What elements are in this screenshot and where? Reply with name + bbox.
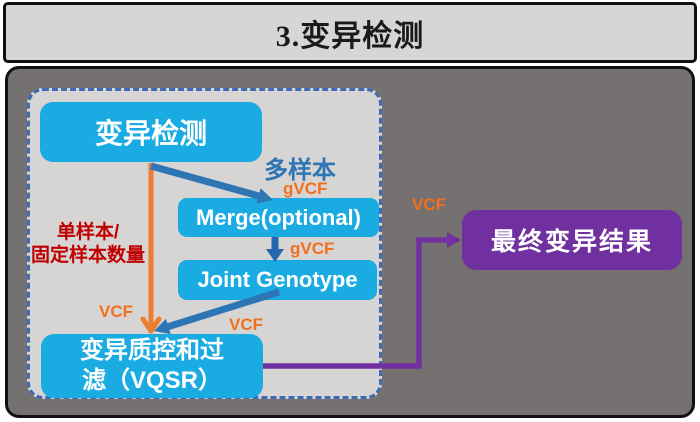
edge-label-single-sample: 单样本/ 固定样本数量 — [28, 221, 148, 267]
edge-label-vcf-final: VCF — [412, 195, 446, 214]
edge-label-single-sample-line1: 单样本/ — [56, 222, 120, 243]
node-variant-calling-label: 变异检测 — [94, 118, 207, 149]
node-variant-calling: 变异检测 — [40, 102, 262, 162]
node-merge-optional: Merge(optional) — [178, 198, 379, 237]
node-vqsr: 变异质控和过 滤（VQSR） — [41, 334, 263, 398]
node-merge-label: Merge(optional) — [196, 204, 361, 230]
edge-label-multi-sample: 多样本 — [264, 157, 336, 184]
title-bar: 3.变异检测 — [3, 2, 697, 63]
node-final-result: 最终变异结果 — [462, 210, 682, 270]
node-vqsr-label-line1: 变异质控和过 — [80, 337, 224, 364]
edge-label-vcf-joint: VCF — [229, 315, 263, 334]
node-final-result-label: 最终变异结果 — [490, 228, 653, 256]
page-title: 3.变异检测 — [275, 19, 425, 53]
node-joint-genotype: Joint Genotype — [178, 260, 377, 300]
edge-label-single-sample-line2: 固定样本数量 — [30, 245, 145, 266]
node-vqsr-label-line2: 滤（VQSR） — [81, 367, 222, 394]
edge-label-vcf-single: VCF — [99, 302, 133, 321]
node-joint-genotype-label: Joint Genotype — [197, 267, 358, 292]
edge-label-gvcf-to-merge: gVCF — [283, 179, 328, 198]
edge-label-gvcf-to-joint: gVCF — [290, 239, 335, 258]
